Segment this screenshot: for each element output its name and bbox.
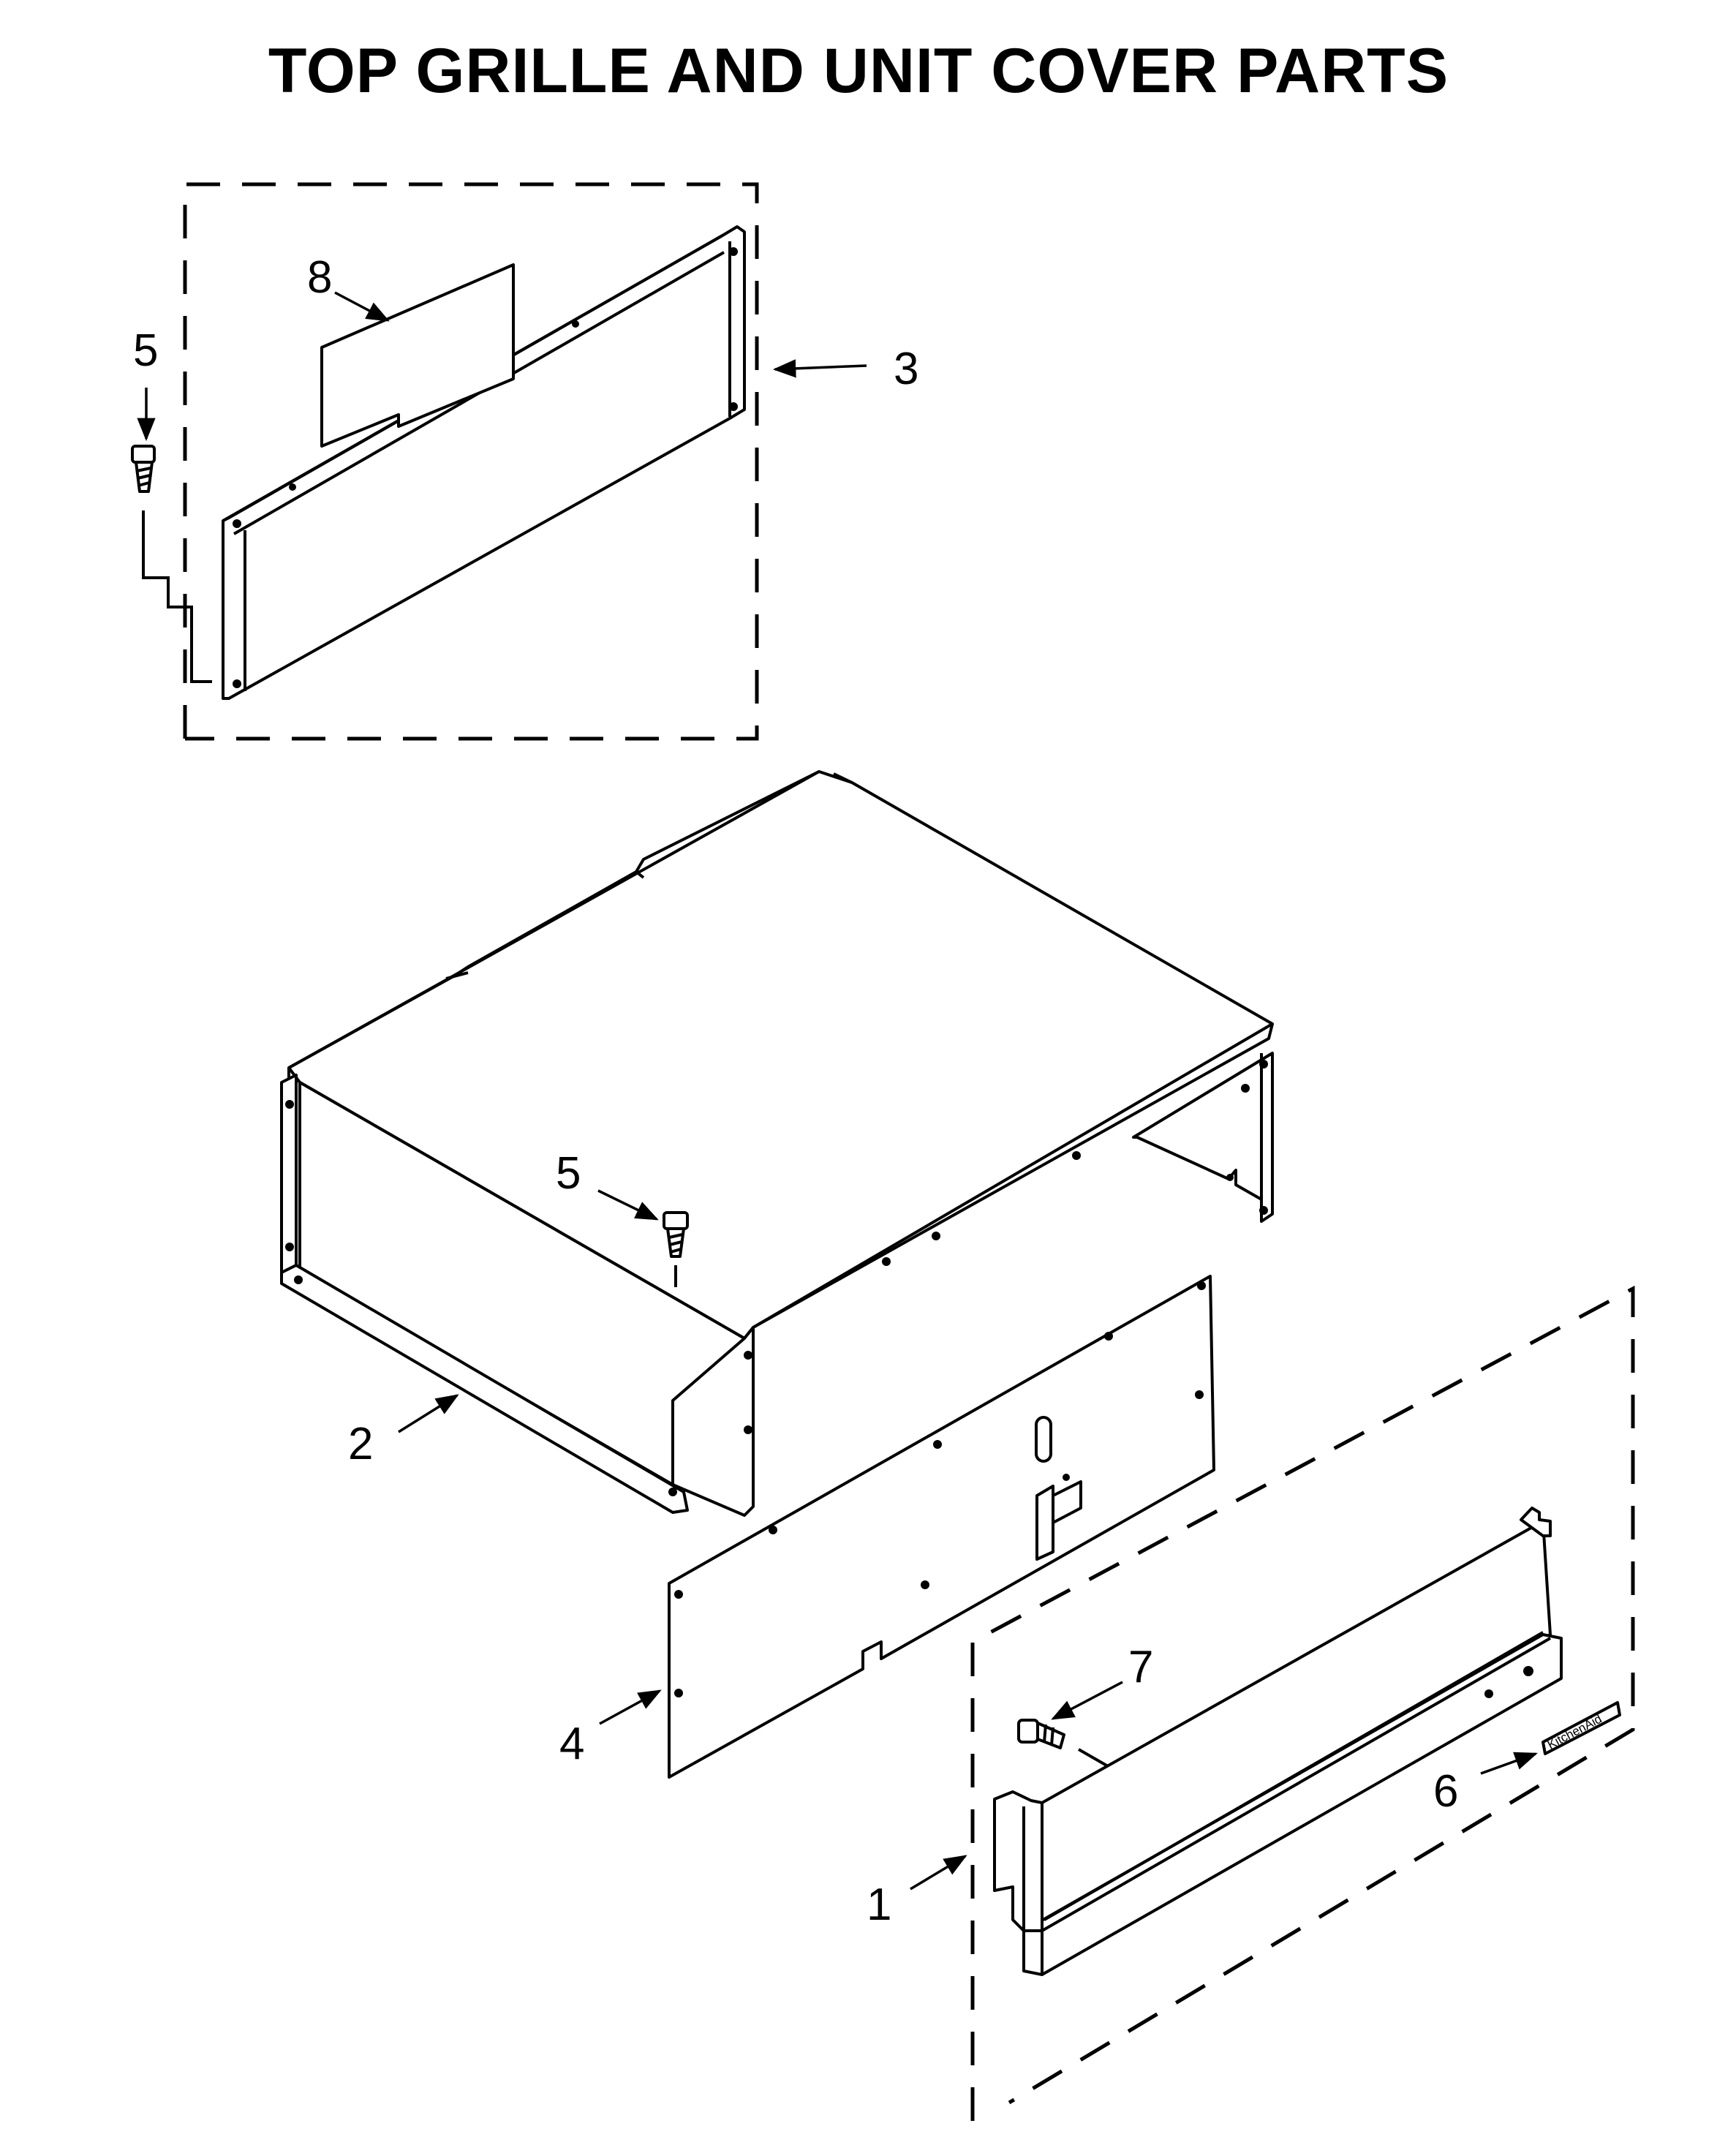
lower-group-boundary (970, 1285, 1635, 2121)
callout-7: 7 (1128, 1642, 1153, 1692)
screw-middle[interactable] (663, 1211, 689, 1287)
callout-5-middle: 5 (556, 1148, 581, 1199)
top-grille-panel[interactable] (222, 225, 746, 700)
unit-cover[interactable] (280, 770, 1274, 1517)
callout-5-upper: 5 (133, 325, 158, 376)
callout-arrows (137, 291, 1538, 1891)
label-sheet[interactable] (320, 263, 515, 448)
rear-panel[interactable] (668, 1275, 1215, 1779)
callout-2: 2 (348, 1419, 373, 1469)
screw-upper[interactable] (131, 445, 212, 683)
callout-8: 8 (307, 252, 332, 303)
callout-6: 6 (1433, 1766, 1458, 1817)
callout-3: 3 (894, 344, 918, 394)
callout-4: 4 (559, 1719, 584, 1769)
callout-1: 1 (867, 1880, 891, 1930)
screw-lower[interactable] (1017, 1719, 1109, 1768)
upper-group-boundary (183, 182, 759, 741)
callout-labels: 8 5 3 5 2 4 7 6 1 (133, 252, 1458, 1930)
toe-grille[interactable] (993, 1507, 1563, 1976)
badge-text: KitchenAid (1545, 1712, 1604, 1752)
page-title: TOP GRILLE AND UNIT COVER PARTS (268, 36, 1449, 106)
